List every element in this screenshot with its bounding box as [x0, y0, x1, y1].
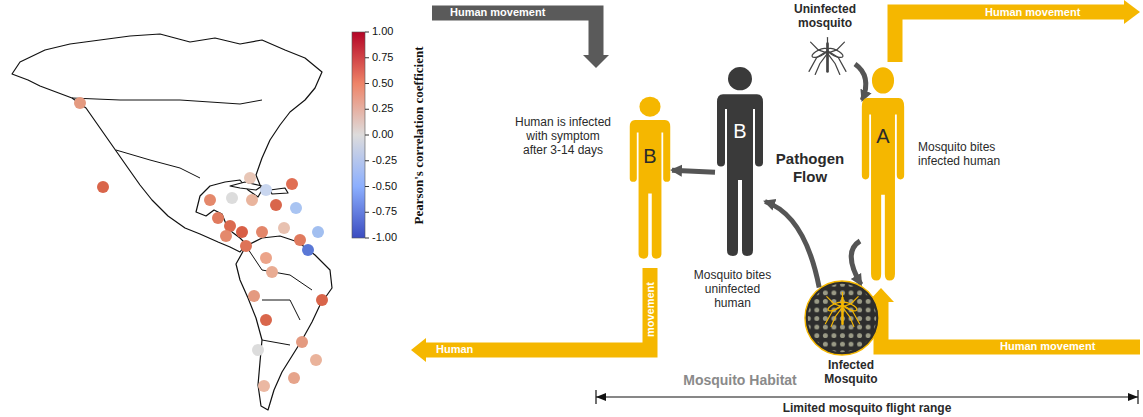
station-dot: [74, 97, 86, 109]
figure-node: Infected Mosquito: [804, 280, 880, 356]
station-dot: [290, 202, 302, 214]
tick-label: 0.25: [372, 102, 408, 115]
station-dot: [246, 194, 258, 206]
band-label: Human movement: [985, 6, 1095, 19]
band-label: Human movement: [1000, 340, 1110, 353]
station-dot: [256, 226, 268, 238]
dimension-label: Limited mosquito flight range: [697, 401, 1037, 415]
station-dot: [296, 336, 308, 348]
station-dot: [252, 344, 264, 356]
figure-node: AMosquito bites infected human: [860, 65, 906, 285]
station-dot: [294, 234, 306, 246]
station-dot: [266, 266, 278, 278]
station-dot: [240, 240, 252, 252]
station-dot: [258, 380, 270, 392]
human-figure: [860, 65, 906, 285]
station-dot: [220, 230, 232, 242]
tick-label: -0.75: [372, 205, 408, 218]
figure-node: BHuman is infected with symptom after 3-…: [628, 95, 672, 262]
band-label: movement: [644, 280, 657, 340]
node-label: Uninfected mosquito: [770, 2, 880, 30]
mosquito-icon: [800, 36, 855, 76]
tick-label: -1.00: [372, 231, 408, 244]
tick-label: 1.00: [372, 25, 408, 38]
station-dot: [312, 226, 324, 238]
station-dot: [97, 181, 109, 193]
axis-title: Pearson's correlation coefficient: [411, 11, 426, 261]
flow-arrow: [765, 202, 819, 288]
habitat-label: Mosquito Habitat: [660, 372, 820, 388]
station-dot: [260, 314, 272, 326]
tick-label: -0.25: [372, 154, 408, 167]
figure-node: BMosquito bites uninfected human: [715, 65, 765, 260]
flow-arrow: [855, 64, 866, 100]
habitat-region: Mosquito HabitatUninfected mosquitoAMosq…: [420, 0, 1130, 392]
habitat-ellipse: [420, 0, 1130, 392]
infected-mosquito-circle: [804, 280, 880, 356]
node-letter: B: [628, 145, 672, 167]
colorbar: [0, 0, 420, 417]
station-dot: [248, 290, 260, 302]
band-label: Human movement: [450, 6, 560, 19]
station-dot: [278, 222, 290, 234]
station-dot: [204, 194, 216, 206]
flow-arrow: [851, 241, 861, 285]
node-caption: Mosquito bites infected human: [918, 140, 1018, 168]
station-dot: [236, 226, 248, 238]
station-dot: [270, 199, 282, 211]
tick-label: 0.75: [372, 51, 408, 64]
band-label: Human: [436, 343, 496, 356]
station-dot: [260, 252, 272, 264]
station-dot: [260, 184, 272, 196]
human-figure: [628, 95, 672, 262]
station-dot: [226, 192, 238, 204]
human-figure: [715, 65, 765, 260]
node-letter: A: [860, 125, 906, 147]
station-dot: [212, 212, 224, 224]
node-caption: Human is infected with symptom after 3-1…: [513, 115, 613, 157]
station-dot: [244, 172, 256, 184]
node-caption: Mosquito bites uninfected human: [685, 268, 780, 310]
station-dot: [288, 372, 300, 384]
node-letter: B: [715, 120, 765, 142]
station-dot: [286, 178, 298, 190]
figure-node: Uninfected mosquito: [800, 36, 855, 76]
node-label: Infected Mosquito: [814, 358, 888, 386]
station-dot: [302, 244, 314, 256]
center-title: Pathogen Flow: [770, 150, 850, 186]
americas-map: [0, 0, 340, 417]
station-dot: [316, 294, 328, 306]
tick-label: -0.50: [372, 180, 408, 193]
station-dot: [310, 354, 322, 366]
flow-arrow: [672, 170, 715, 172]
tick-label: 0.00: [372, 128, 408, 141]
tick-label: 0.50: [372, 77, 408, 90]
